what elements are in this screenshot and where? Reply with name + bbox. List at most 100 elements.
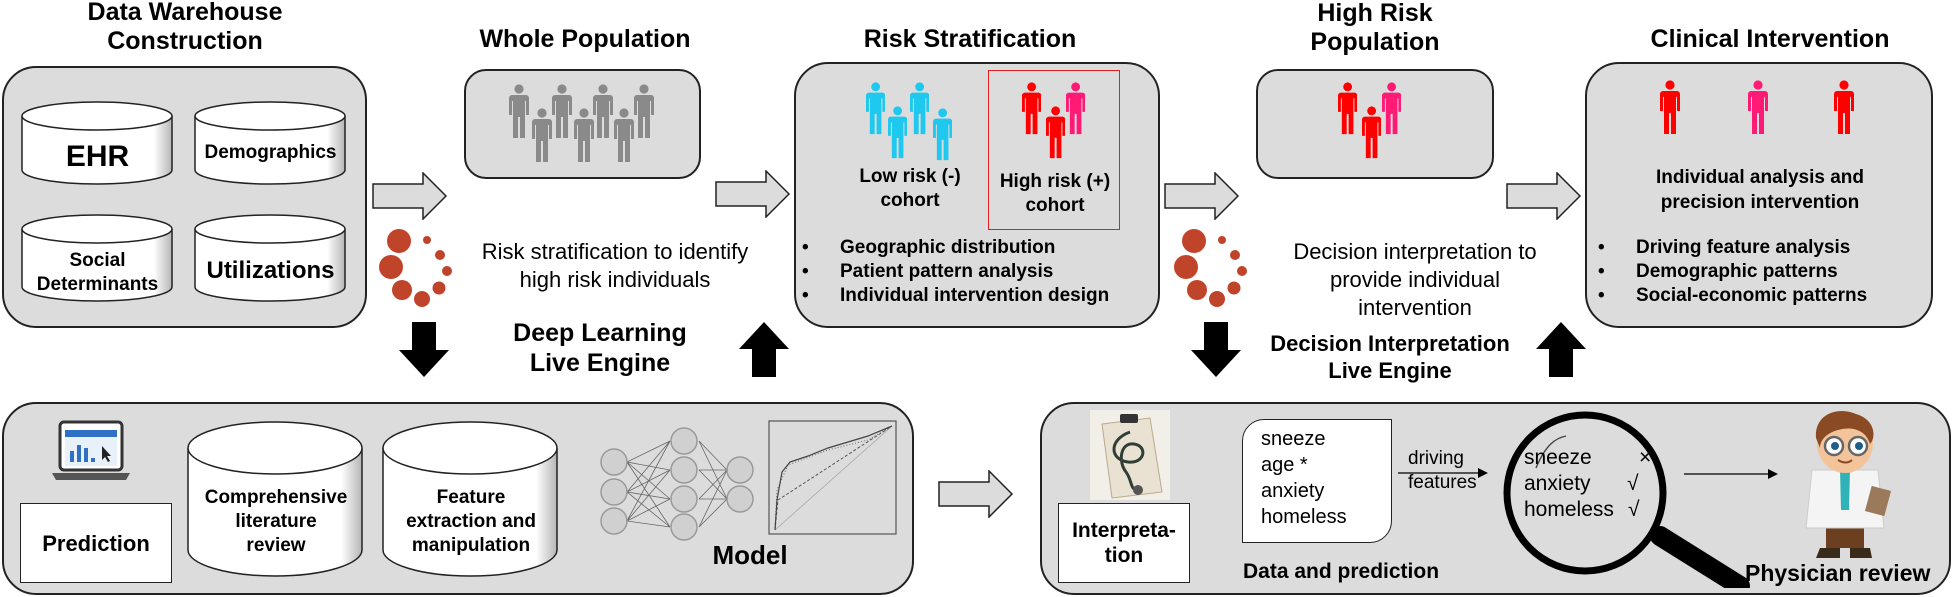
person-icon bbox=[509, 84, 529, 140]
database-label: Utilizations bbox=[206, 257, 335, 284]
feature-list-card: sneeze age * anxiety homeless bbox=[1242, 419, 1392, 543]
person-icon bbox=[614, 108, 634, 164]
description-line: high risk individuals bbox=[519, 267, 711, 292]
bullet-item: •Driving feature analysis bbox=[1598, 237, 1851, 258]
label-line: Interpreta- bbox=[1072, 519, 1176, 542]
clinical-intervention-bullets: •Driving feature analysis •Demographic p… bbox=[1598, 236, 1867, 308]
flow-arrow-right bbox=[372, 172, 448, 220]
database-label-line: Determinants bbox=[36, 274, 159, 295]
person-icon bbox=[888, 106, 907, 160]
person-icon bbox=[593, 84, 613, 140]
person-icon bbox=[1362, 106, 1381, 160]
bullet-text: Patient pattern analysis bbox=[840, 261, 1054, 282]
person-icon bbox=[634, 84, 654, 140]
flow-arrow-right bbox=[1506, 172, 1582, 220]
laptop-chart-icon bbox=[52, 420, 130, 480]
reviewed-feature: anxiety bbox=[1524, 472, 1591, 495]
bullet-item: •Social-economic patterns bbox=[1598, 285, 1868, 306]
physician-avatar bbox=[1805, 411, 1892, 558]
arrow-up-icon bbox=[1536, 322, 1586, 377]
person-icon bbox=[1022, 82, 1041, 136]
cohort-label-line: High risk (+) bbox=[999, 171, 1111, 192]
high-risk-cohort-label: High risk (+) cohort bbox=[990, 170, 1120, 218]
check-mark-icon: √ bbox=[1627, 472, 1639, 495]
check-mark-icon: √ bbox=[1628, 498, 1640, 521]
title-line: Population bbox=[1310, 28, 1440, 56]
arrow-right-icon bbox=[1684, 469, 1778, 479]
clinical-intervention-subtitle: Individual analysis and precision interv… bbox=[1600, 165, 1920, 215]
literature-review-database: Comprehensive literature review bbox=[186, 420, 366, 580]
bullet-text: Individual intervention design bbox=[840, 285, 1110, 306]
database-social-determinants: Social Determinants bbox=[20, 213, 175, 303]
prediction-label: Prediction bbox=[20, 503, 172, 583]
feature-item: age * bbox=[1261, 454, 1308, 476]
risk-stratification-panel bbox=[794, 62, 1160, 328]
bullet-text: Demographic patterns bbox=[1636, 261, 1838, 282]
flow-arrow-right bbox=[715, 170, 791, 218]
decision-interpretation-description: Decision interpretation to provide indiv… bbox=[1250, 238, 1580, 322]
engine-label-line: Live Engine bbox=[529, 349, 671, 377]
clipboard-stethoscope-icon bbox=[1090, 410, 1170, 500]
low-risk-cohort-label: Low risk (-) cohort bbox=[845, 165, 975, 213]
reviewed-feature: homeless bbox=[1524, 498, 1614, 521]
bullet-item: •Demographic patterns bbox=[1598, 261, 1838, 282]
person-icon bbox=[532, 108, 552, 164]
feature-item: anxiety bbox=[1261, 480, 1325, 502]
deep-learning-engine-label: Deep Learning Live Engine bbox=[470, 318, 730, 378]
risk-stratification-bullets: •Geographic distribution •Patient patter… bbox=[802, 236, 1109, 308]
reviewed-feature-row: sneeze × bbox=[1524, 445, 1651, 471]
description-line: provide individual bbox=[1330, 267, 1500, 292]
arrow-down-icon bbox=[1191, 322, 1241, 377]
database-label-line: Social bbox=[69, 250, 126, 271]
bullet-text: Social-economic patterns bbox=[1636, 285, 1868, 306]
reviewed-feature-row: anxiety √ bbox=[1524, 471, 1651, 497]
label-line: Feature bbox=[436, 487, 506, 508]
description-line: Risk stratification to identify bbox=[481, 239, 749, 264]
reviewed-feature-list: sneeze × anxiety √ homeless √ bbox=[1524, 445, 1651, 523]
person-icon bbox=[1338, 82, 1357, 136]
model-label: Model bbox=[712, 540, 788, 570]
risk-stratification-title: Risk Stratification bbox=[863, 25, 1077, 53]
warehouse-title-line2: Construction bbox=[107, 27, 263, 55]
decision-interpretation-engine-label: Decision Interpretation Live Engine bbox=[1245, 330, 1535, 384]
label-line: literature bbox=[235, 511, 317, 532]
database-label: Demographics bbox=[204, 142, 337, 163]
bullet-item: •Individual intervention design bbox=[802, 285, 1110, 306]
person-icon bbox=[1046, 106, 1065, 160]
whole-population-title: Whole Population bbox=[479, 25, 691, 53]
cohort-label-line: cohort bbox=[880, 190, 940, 211]
flow-arrow-right bbox=[938, 470, 1014, 518]
clinical-intervention-panel bbox=[1585, 62, 1933, 328]
loading-spinner-icon bbox=[379, 229, 452, 307]
reviewed-feature-row: homeless √ bbox=[1524, 497, 1651, 523]
high-risk-highlight-box bbox=[988, 70, 1120, 230]
person-icon bbox=[1660, 80, 1680, 136]
warehouse-title: Data Warehouse Construction bbox=[40, 0, 330, 56]
high-risk-population-title: High Risk Population bbox=[1230, 0, 1520, 57]
database-utilizations: Utilizations bbox=[193, 213, 348, 303]
roc-curve-chart-icon bbox=[768, 420, 897, 535]
feature-item: sneeze bbox=[1261, 428, 1326, 450]
cohort-label-line: Low risk (-) bbox=[859, 166, 961, 187]
subtitle-line: precision intervention bbox=[1660, 192, 1860, 213]
label-line: Comprehensive bbox=[204, 487, 348, 508]
arrow-right-icon bbox=[1398, 468, 1488, 478]
reviewed-feature: sneeze bbox=[1524, 446, 1592, 469]
engine-label-line: Live Engine bbox=[1328, 358, 1452, 383]
engine-label-line: Deep Learning bbox=[513, 319, 687, 347]
data-and-prediction-label: Data and prediction bbox=[1243, 560, 1440, 583]
physician-review-label: Physician review bbox=[1745, 560, 1931, 586]
database-demographics: Demographics bbox=[193, 100, 348, 186]
person-icon bbox=[866, 82, 885, 136]
person-icon bbox=[1748, 80, 1768, 136]
person-icon bbox=[910, 82, 929, 136]
flow-arrow-right bbox=[1164, 172, 1240, 220]
person-icon bbox=[933, 108, 952, 162]
subtitle-line: Individual analysis and bbox=[1655, 167, 1864, 188]
person-icon bbox=[1834, 80, 1854, 136]
person-icon bbox=[574, 108, 594, 164]
interpretation-label: Interpreta- tion bbox=[1058, 503, 1190, 583]
description-line: Decision interpretation to bbox=[1293, 239, 1537, 264]
description-line: intervention bbox=[1358, 295, 1472, 320]
bullet-text: Geographic distribution bbox=[840, 237, 1056, 258]
